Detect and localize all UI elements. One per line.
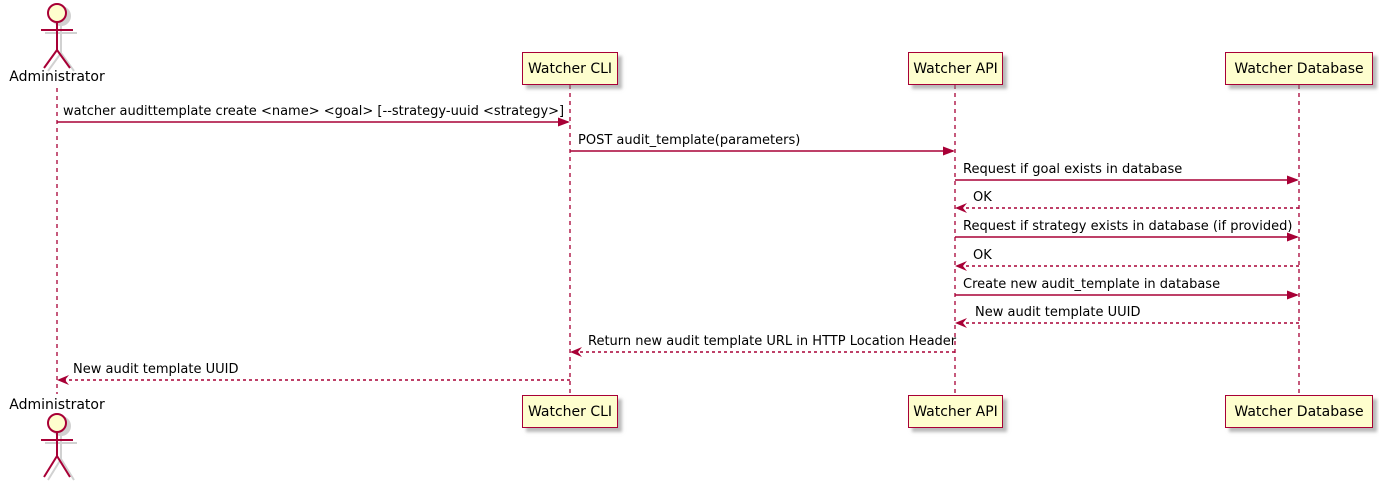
participant-box-watcher-api-bottom: Watcher API <box>908 395 1003 428</box>
actor-head <box>47 3 67 23</box>
participant-label: Watcher Database <box>1234 403 1364 420</box>
actor-label-administrator-top: Administrator <box>9 69 105 85</box>
actor-label-administrator-bottom: Administrator <box>9 397 105 413</box>
participant-label: Watcher API <box>913 60 998 77</box>
participant-box-watcher-database-bottom: Watcher Database <box>1225 395 1373 428</box>
participant-label: Watcher CLI <box>527 60 613 77</box>
message-label-8: New audit template UUID <box>975 305 1141 320</box>
message-label-9: Return new audit template URL in HTTP Lo… <box>588 334 957 349</box>
arrowhead-msg-10 <box>57 375 69 385</box>
arrowhead-msg-2 <box>943 146 955 156</box>
arrowhead-msg-7 <box>1287 290 1299 300</box>
arrowhead-msg-3 <box>1287 175 1299 185</box>
participant-label: Watcher Database <box>1234 60 1364 77</box>
participant-box-watcher-cli-top: Watcher CLI <box>522 52 618 85</box>
participant-label: Watcher API <box>913 403 998 420</box>
actor-icon-administrator-bottom <box>41 413 77 481</box>
message-label-1: watcher audittemplate create <name> <goa… <box>63 104 565 119</box>
participant-box-watcher-database-top: Watcher Database <box>1225 52 1373 85</box>
arrowhead-msg-1 <box>558 117 570 127</box>
actor-head <box>47 413 67 433</box>
message-label-4: OK <box>973 190 992 205</box>
participant-box-watcher-cli-bottom: Watcher CLI <box>522 395 618 428</box>
arrowhead-msg-6 <box>955 261 967 271</box>
participant-box-watcher-api-top: Watcher API <box>908 52 1003 85</box>
message-label-7: Create new audit_template in database <box>963 277 1221 292</box>
arrowhead-msg-9 <box>570 347 582 357</box>
message-label-10: New audit template UUID <box>73 362 239 377</box>
arrowhead-msg-5 <box>1287 232 1299 242</box>
arrowhead-msg-8 <box>955 318 967 328</box>
actor-icon-administrator-top <box>41 3 77 72</box>
message-label-5: Request if strategy exists in database (… <box>963 219 1293 234</box>
message-label-2: POST audit_template(parameters) <box>578 133 801 148</box>
participant-label: Watcher CLI <box>527 403 613 420</box>
arrowhead-msg-4 <box>955 203 967 213</box>
message-label-3: Request if goal exists in database <box>963 162 1183 177</box>
message-label-6: OK <box>973 248 992 263</box>
